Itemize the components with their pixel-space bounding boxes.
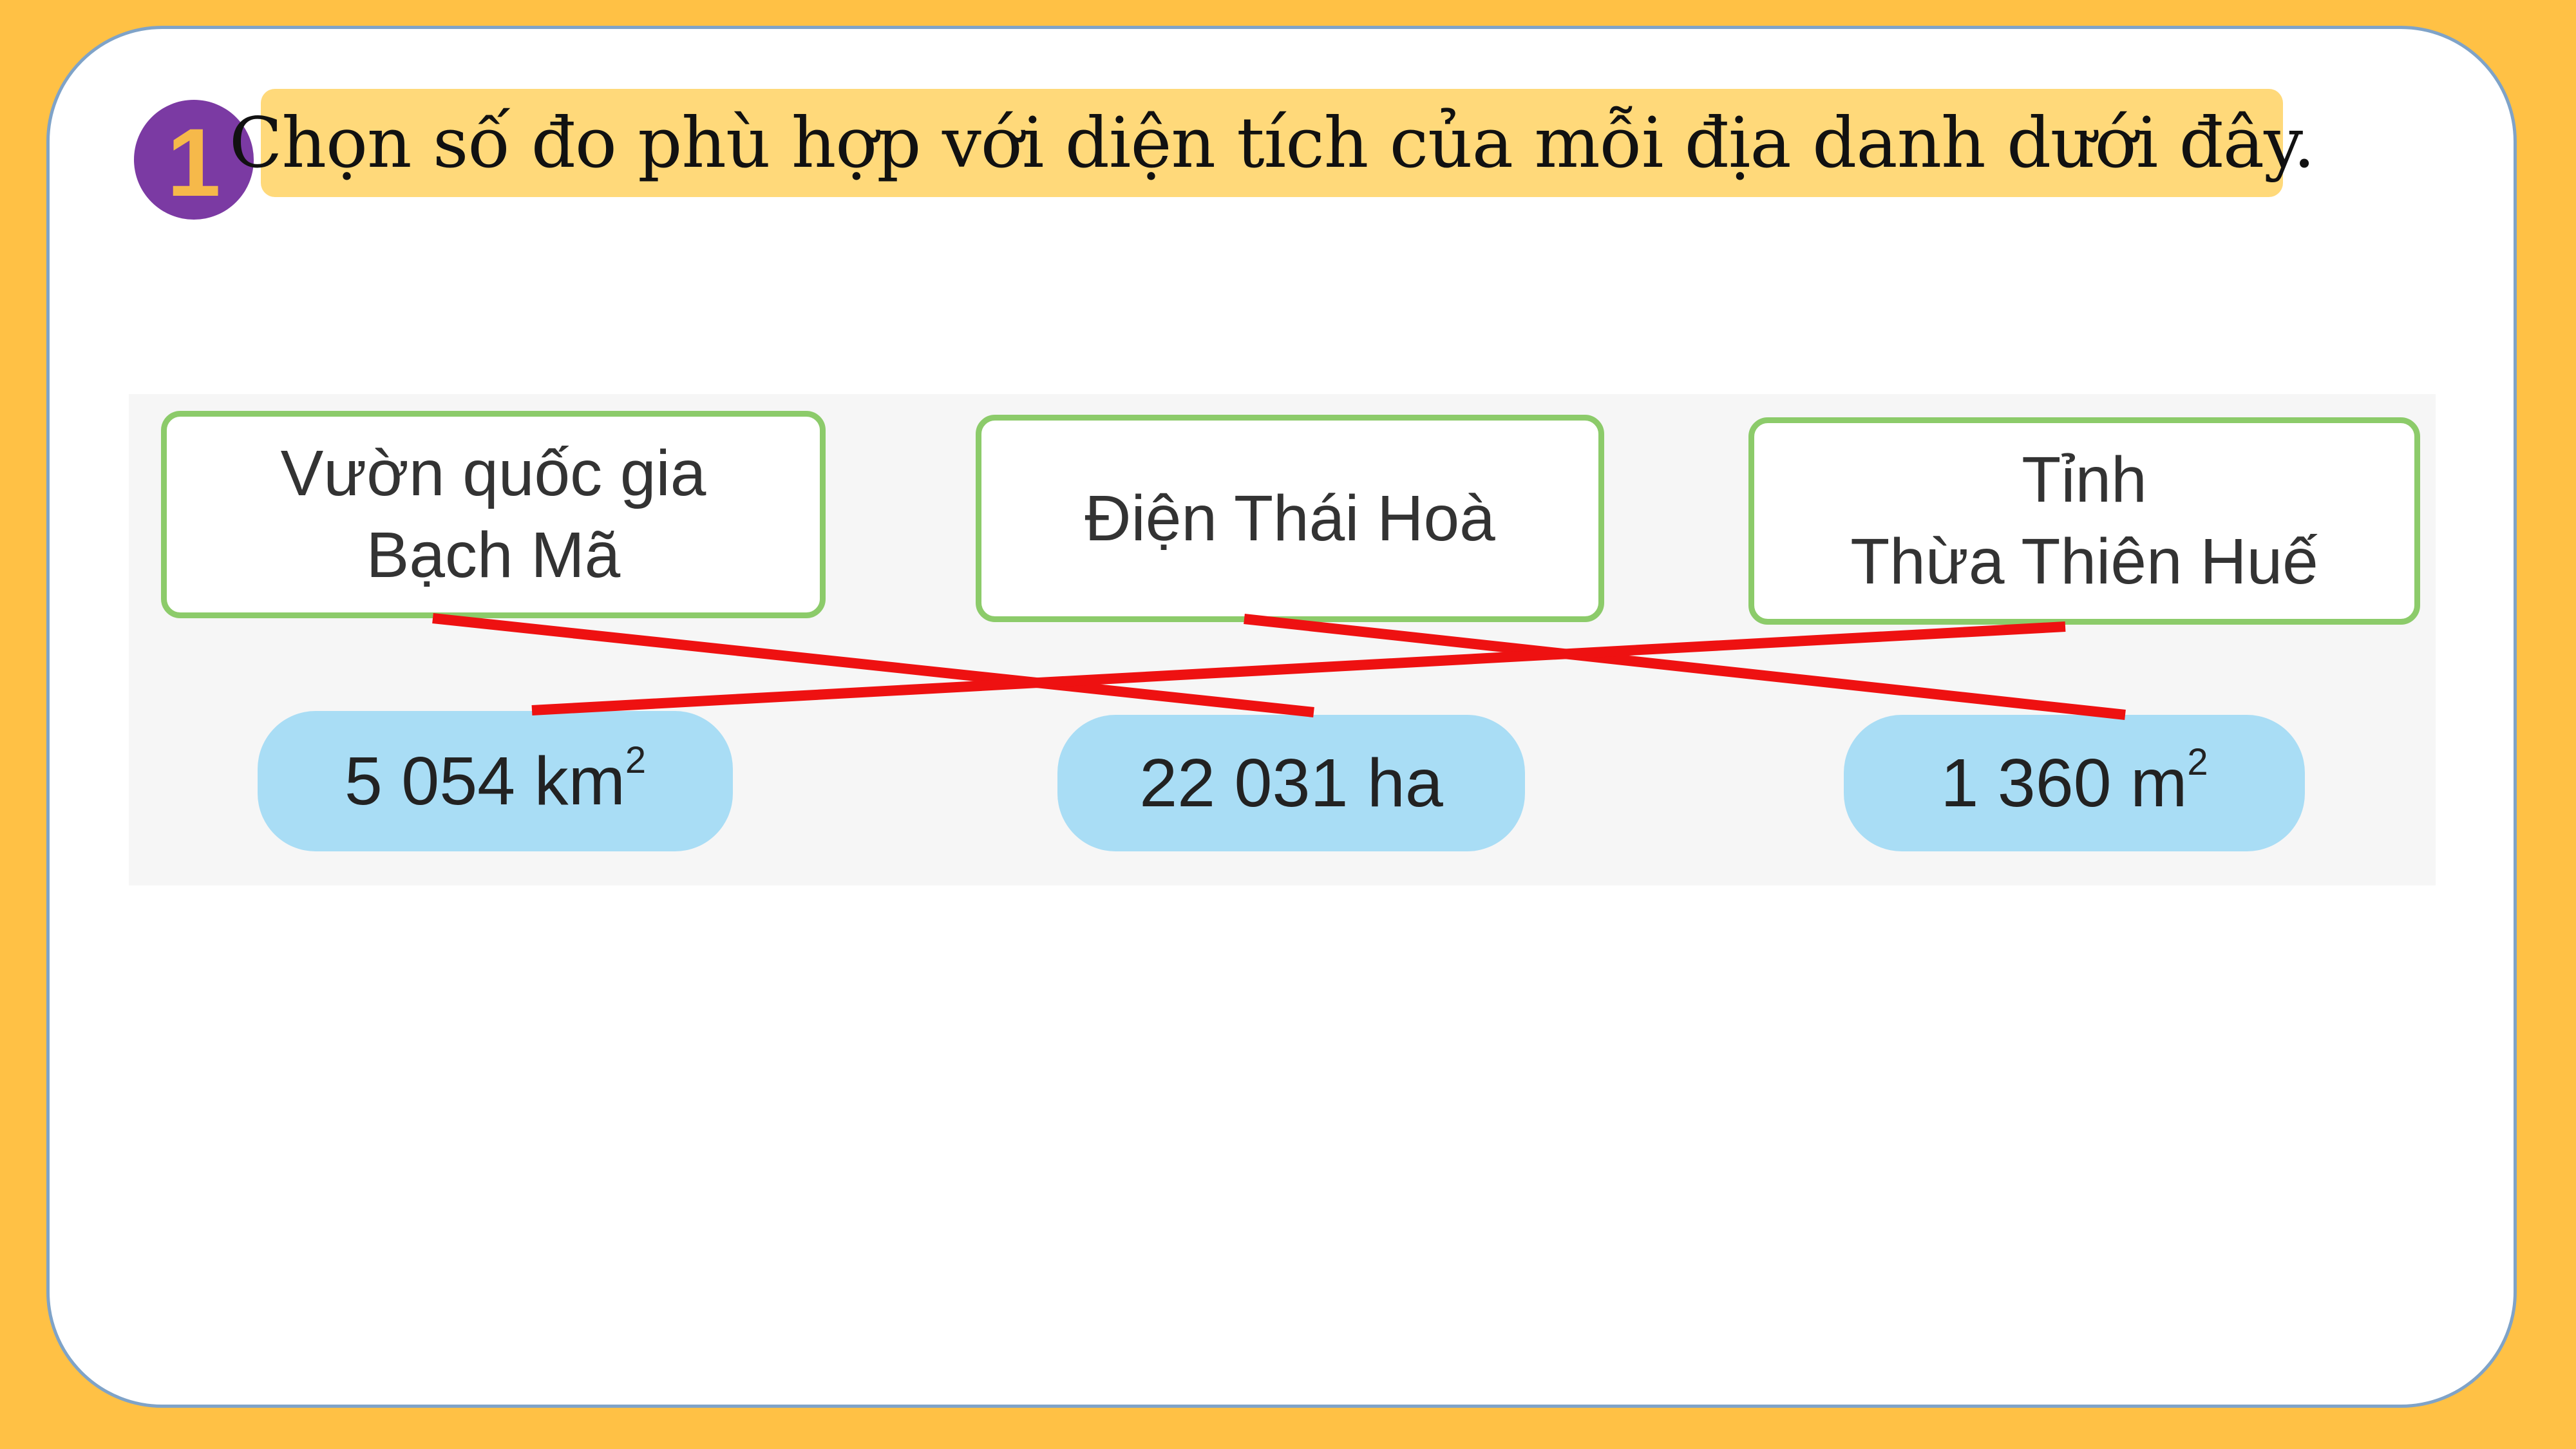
measure-pill-km2[interactable]: 5 054 km2 <box>258 711 733 851</box>
measure-value: 1 360 m2 <box>1940 741 2208 821</box>
place-label-line2: Bạch Mã <box>366 519 621 591</box>
measure-pill-m2[interactable]: 1 360 m2 <box>1844 715 2305 851</box>
place-box-dien-thai-hoa[interactable]: Điện Thái Hoà <box>976 415 1604 622</box>
place-label-line2: Thừa Thiên Huế <box>1850 526 2318 598</box>
place-label-line1: Điện Thái Hoà <box>1084 482 1495 554</box>
measure-value: 22 031 ha <box>1139 744 1443 821</box>
instruction-text: Chọn số đo phù hợp với diện tích của mỗi… <box>229 102 2315 184</box>
measure-value: 5 054 km2 <box>344 739 647 819</box>
exercise-number: 1 <box>167 108 221 216</box>
instruction-banner: Chọn số đo phù hợp với diện tích của mỗi… <box>229 89 2315 197</box>
place-label-line1: Vườn quốc gia <box>280 437 706 509</box>
place-box-bach-ma[interactable]: Vườn quốc gia Bạch Mã <box>161 411 826 618</box>
measure-pill-ha[interactable]: 22 031 ha <box>1057 715 1525 851</box>
place-box-thua-thien-hue[interactable]: Tỉnh Thừa Thiên Huế <box>1748 417 2420 625</box>
exercise-number-badge: 1 <box>134 100 254 220</box>
place-label-line1: Tỉnh <box>2022 444 2147 516</box>
